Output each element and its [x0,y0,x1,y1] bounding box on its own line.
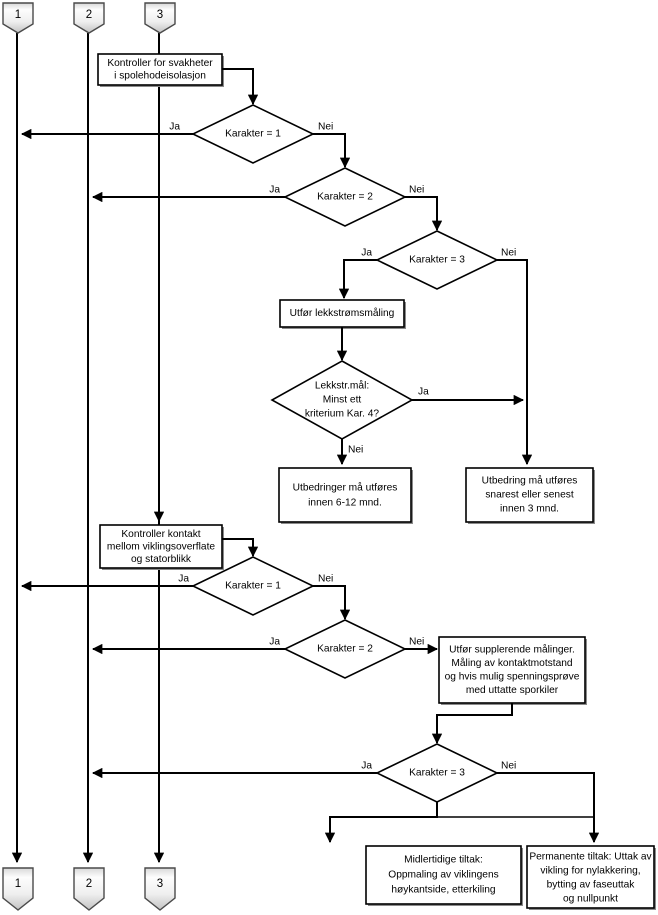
edge-label-d7-nei: Nei [501,761,516,772]
connector-bottom-2: 2 [73,867,105,911]
node-decision-lekkstr-kar4: Lekkstr.mål: Minst ett kriterium Kar. 4? [270,360,414,440]
node-midlertidige-tiltak-line1: Midlertidige tiltak: [404,855,483,866]
node-permanente-tiltak: Permanente tiltak: Uttak av vikling for … [526,845,656,910]
node-permanente-tiltak-line3: bytting av faseuttak [547,880,636,891]
node-utbedring-3-mnd: Utbedring må utføres snarest eller senes… [465,467,595,524]
node-kontroller-svakheter-line1: Kontroller for svakheter [107,58,213,69]
node-utbedringer-6-12-mnd: Utbedringer må utføres innen 6-12 mnd. [278,467,413,524]
node-decision-karakter-3-bottom: Karakter = 3 [375,743,499,803]
edge-p1-to-d1 [222,68,259,106]
node-kontroller-kontakt: Kontroller kontakt mellom viklingsoverfl… [99,524,224,570]
node-decision-karakter-1-top-label: Karakter = 1 [225,129,281,140]
node-utbedring-3-mnd-line3: innen 3 mnd. [500,504,559,515]
node-midlertidige-tiltak: Midlertidige tiltak: Oppmaling av viklin… [365,845,523,906]
node-decision-karakter-3-top: Karakter = 3 [375,230,499,290]
connector-top-2-label: 2 [86,9,92,21]
node-decision-karakter-1-bottom: Karakter = 1 [191,556,315,616]
node-kontroller-kontakt-line3: og statorblikk [131,554,192,565]
edge-label-d1-nei: Nei [318,122,333,133]
node-permanente-tiltak-line1: Permanente tiltak: Uttak av [529,852,652,863]
edge-label-d4-nei: Nei [348,445,363,456]
node-midlertidige-tiltak-line3: høykantside, etterkiling [391,885,496,896]
node-decision-lekkstr-kar4-line1: Lekkstr.mål: [315,380,369,392]
node-utbedring-3-mnd-line1: Utbedring må utføres [482,475,578,487]
connector-top-3-label: 3 [157,9,163,21]
edge-label-d5-nei: Nei [318,574,333,585]
connector-top-2: 2 [73,2,105,34]
connector-top-1-label: 1 [15,9,21,21]
edge-label-d3-ja: Ja [361,248,372,259]
node-kontroller-svakheter-line2: i spolehodeisolasjon [114,71,206,82]
node-decision-karakter-3-bottom-label: Karakter = 3 [409,768,465,779]
node-utbedringer-6-12-mnd-line1: Utbedringer må utføres [293,482,398,494]
node-midlertidige-tiltak-line2: Oppmaling av viklingens [388,870,498,881]
node-utfor-lekkstromsmaling: Utfør lekkstrømsmåling [279,299,406,329]
connector-top-1: 1 [2,2,34,34]
node-utbedring-3-mnd-line2: snarest eller senest [485,490,574,501]
node-utbedringer-6-12-mnd-line2: innen 6-12 mnd. [308,498,382,509]
node-decision-karakter-3-top-label: Karakter = 3 [409,255,465,266]
node-utfor-supplerende-malinger: Utfør supplerende målinger. Måling av ko… [438,636,587,705]
edge-d7-nei-to-p8 [497,772,600,844]
node-decision-lekkstr-kar4-line3: kriterium Kar. 4? [305,409,380,420]
node-decision-karakter-2-bottom-label: Karakter = 2 [317,644,373,655]
edge-d2-nei [405,196,443,232]
node-decision-karakter-1-top: Karakter = 1 [191,104,315,164]
edge-p6-to-d7 [431,703,513,745]
node-kontroller-kontakt-line2: mellom viklingsoverflate [107,542,215,553]
node-decision-lekkstr-kar4-line2: Minst ett [323,395,362,406]
connector-bottom-3: 3 [144,867,176,911]
node-kontroller-svakheter: Kontroller for svakheter i spolehodeisol… [97,53,224,87]
edge-d3-nei [497,259,533,466]
node-utfor-supplerende-malinger-line4: med uttatte sporkiler [466,685,559,696]
edge-label-d6-nei: Nei [409,637,424,648]
edge-label-d7-ja: Ja [361,761,372,772]
edge-d3-ja [338,259,377,300]
node-decision-karakter-2-top-label: Karakter = 2 [317,192,373,203]
edge-d7-to-p7 [324,802,438,844]
node-decision-karakter-1-bottom-label: Karakter = 1 [225,581,281,592]
connector-bottom-1: 1 [2,867,34,911]
node-utfor-supplerende-malinger-line3: og hvis mulig spenningsprøve [445,672,580,683]
edge-d1-nei [313,133,351,169]
node-permanente-tiltak-line2: vikling for nylakkering, [540,866,640,877]
connector-bottom-1-label: 1 [15,878,21,890]
edge-label-d1-ja: Ja [169,122,180,133]
edge-p5-to-d5 [222,538,259,558]
edge-label-d2-nei: Nei [409,185,424,196]
node-utfor-supplerende-malinger-line1: Utfør supplerende målinger. [449,644,575,656]
node-kontroller-kontakt-line1: Kontroller kontakt [121,529,200,540]
connector-bottom-3-label: 3 [157,878,163,890]
edge-label-d3-nei: Nei [501,248,516,259]
node-utfor-supplerende-malinger-line2: Måling av kontaktmotstand [451,657,573,669]
edge-d5-nei [313,585,351,621]
edge-label-d6-ja: Ja [269,637,280,648]
edge-label-d2-ja: Ja [269,185,280,196]
edge-label-d4-ja: Ja [418,387,429,398]
node-decision-karakter-2-top: Karakter = 2 [283,167,407,227]
connector-top-3: 3 [144,2,176,34]
node-utfor-lekkstromsmaling-label: Utfør lekkstrømsmåling [290,307,395,319]
node-decision-karakter-2-bottom: Karakter = 2 [283,619,407,679]
edge-label-d5-ja: Ja [178,574,189,585]
connector-bottom-2-label: 2 [86,878,92,890]
node-permanente-tiltak-line4: og nullpunkt [563,894,618,905]
